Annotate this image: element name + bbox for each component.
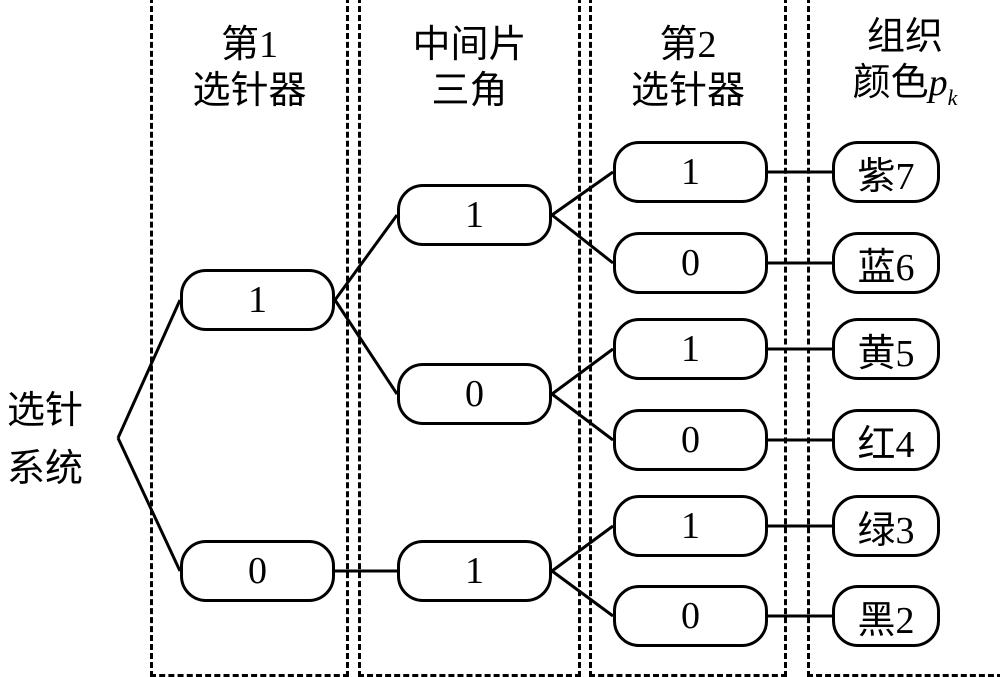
column-title-line1: 第1 [220,24,278,66]
column-title-line2: 选针器 [192,70,307,112]
node-label: 黑2 [857,599,915,642]
node-value: 0 [248,550,267,592]
node-second-selector-1: 1 [613,318,768,380]
column-title-line2: 颜色pk [807,60,1000,121]
root-label-line2: 系统 [6,448,83,490]
node-color-black-2: 黑2 [832,585,940,647]
node-second-selector-1: 1 [613,495,768,557]
node-value: 0 [681,419,700,461]
column-title-line1: 组织 [866,16,943,58]
column-title-middle-cam: 中间片 三角 [358,22,581,114]
node-second-selector-1: 1 [613,141,768,203]
node-color-blue-6: 蓝6 [832,232,940,294]
link-b11-to-c2 [551,213,614,265]
column-title-structure-color: 组织 颜色pk [807,14,1000,121]
node-first-selector-0: 0 [180,540,335,602]
node-value: 1 [681,151,700,193]
column-title-first-selector: 第1 选针器 [150,22,349,114]
column-title-line1: 中间片 [412,24,527,66]
node-second-selector-0: 0 [613,409,768,471]
node-value: 0 [465,373,484,415]
link-a1-to-b11 [333,214,399,301]
symbol-subscript-k: k [947,85,958,110]
node-color-red-4: 红4 [832,409,940,471]
node-label: 黄5 [857,332,915,375]
node-value: 1 [681,505,700,547]
node-second-selector-0: 0 [613,585,768,647]
column-title-line1: 第2 [659,24,717,66]
node-middle-cam-1: 1 [397,184,552,246]
root-label-line1: 选针 [6,390,83,432]
column-title-color-text: 颜色 [852,62,929,104]
node-value: 1 [248,279,267,321]
column-title-line2: 选针器 [630,70,745,112]
node-color-green-3: 绿3 [832,495,940,557]
node-label: 红4 [857,423,915,466]
link-a1-to-b10 [333,299,399,395]
root-label-needle-selection-system: 选针 系统 [0,382,90,498]
node-color-yellow-5: 黄5 [832,318,940,380]
link-b01-to-c5 [551,524,614,573]
node-middle-cam-1-lower: 1 [397,540,552,602]
link-root-to-a1 [116,299,182,439]
column-title-line2: 三角 [431,70,508,112]
node-label: 蓝6 [857,246,915,289]
node-value: 1 [465,194,484,236]
link-b10-to-c4 [551,392,614,442]
link-b01-to-c6 [551,569,614,618]
node-value: 1 [465,550,484,592]
node-middle-cam-0: 0 [397,363,552,425]
symbol-p: p [928,62,948,104]
node-second-selector-0: 0 [613,232,768,294]
link-root-to-a0 [116,437,182,572]
node-label: 绿3 [857,509,915,552]
node-first-selector-1: 1 [180,269,335,331]
node-value: 0 [681,595,700,637]
node-value: 1 [681,328,700,370]
link-b10-to-c3 [551,347,614,396]
node-color-purple-7: 紫7 [832,141,940,203]
column-title-second-selector: 第2 选针器 [589,22,787,114]
link-b11-to-c1 [551,170,614,217]
node-label: 紫7 [857,155,915,198]
node-value: 0 [681,242,700,284]
